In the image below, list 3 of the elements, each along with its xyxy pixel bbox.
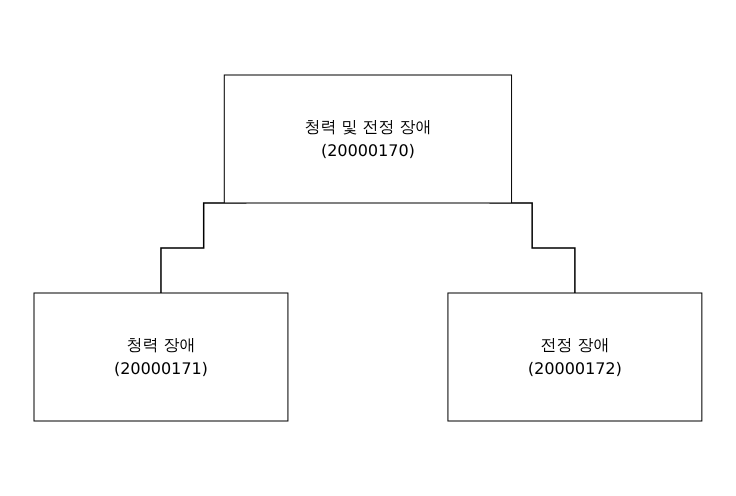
node-box: 청력 장애 (20000171) — [34, 292, 288, 422]
node-box: 전정 장애 (20000172) — [448, 292, 702, 422]
node-box: 청력 및 전정 장애 (20000170) — [224, 74, 512, 204]
